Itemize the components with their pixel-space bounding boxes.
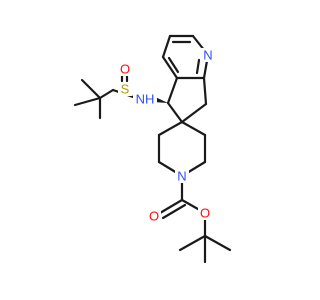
bond-tbu-methyl-3 [203,234,232,252]
bond-pyridine-5 [161,55,179,80]
bond-cp-1 [166,76,179,105]
bond-pyridine-double-3 [167,56,180,74]
bond-cp-4 [166,101,184,124]
bond-tbu-methyl-2 [178,234,207,252]
atom-label-amine-nh: NH [136,92,155,107]
bond-layer [73,34,232,264]
atom-label-sulfinyl-sulfur: S [121,82,130,97]
bond-carbonyl-oxygen-2 [161,203,187,220]
bond-carbonyl-oxygen-1 [158,198,184,215]
atom-label-sulfinyl-oxygen: O [120,62,130,77]
bond-cp-2 [202,76,208,106]
bond-pip-2 [180,120,207,137]
bond-sulfur-tbu [98,88,115,100]
bond-pip-1 [157,120,184,137]
atom-label-pyridine-n: N [203,48,212,63]
atom-label-ester-oxygen: O [200,206,210,221]
atom-label-layer: N O S NH N O O [118,48,215,224]
molecule-structure-diagram: N O S NH N O O [73,34,232,264]
bond-cp-3 [180,102,208,124]
atom-label-carbonyl-oxygen: O [149,209,159,224]
bond-sulfinyl-tbu-methyl-2 [73,96,102,107]
atom-label-piperidine-n: N [177,169,186,184]
bond-pyridine-double-2 [195,58,201,75]
bond-pyridine-6 [161,34,172,59]
bond-sulfinyl-tbu-methyl-3 [80,78,102,100]
